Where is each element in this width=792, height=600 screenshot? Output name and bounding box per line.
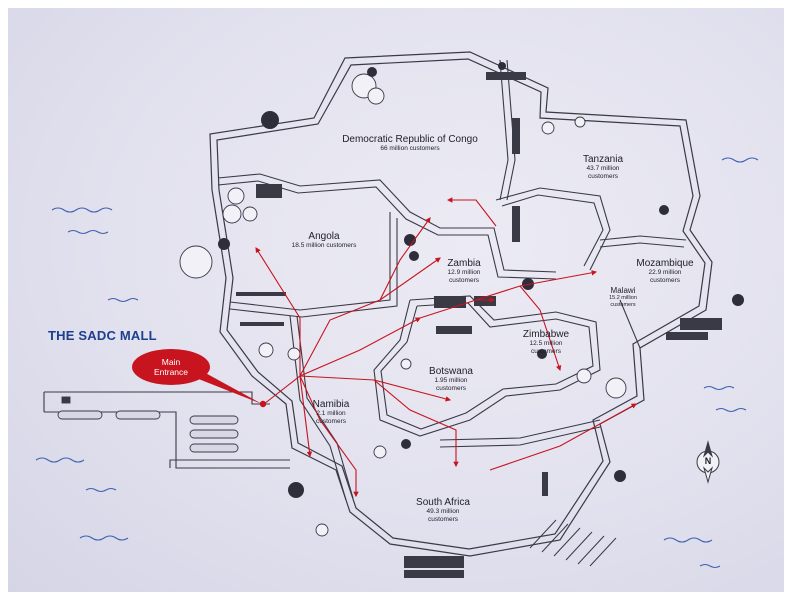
- outer-wall: [209, 51, 713, 557]
- entrance-label-line-1: Main: [161, 357, 181, 367]
- boats: [57, 396, 239, 453]
- entrance-label-line-2: Entrance: [153, 367, 189, 377]
- country-label-namibia: Namibia 2.1 million customers: [312, 399, 350, 425]
- compass-rose: [696, 440, 720, 484]
- building-blocks: [236, 72, 722, 578]
- compass-north-label: N: [704, 456, 712, 466]
- country-label-botswana: Botswana 1.95 million customers: [429, 366, 473, 392]
- country-label-drc: Democratic Republic of Congo 66 million …: [342, 134, 478, 152]
- main-entrance-callout: Main Entrance: [132, 349, 210, 385]
- water-waves: [35, 157, 759, 569]
- trees: [179, 73, 627, 537]
- country-label-zambia: Zambia 12.9 million customers: [447, 258, 481, 284]
- country-label-zimbabwe: Zimbabwe 12.5 million customers: [522, 329, 570, 355]
- country-label-tanzania: Tanzania 43.7 million customers: [582, 154, 624, 180]
- country-label-south-africa: South Africa 49.3 million customers: [416, 497, 470, 523]
- country-label-angola: Angola 18.5 million customers: [291, 231, 357, 249]
- dark-trees: [218, 62, 744, 498]
- parking-lines: [529, 519, 617, 567]
- shopping-routes: [255, 197, 637, 498]
- country-label-malawi: Malawi 15.2 million customers: [609, 286, 637, 308]
- country-label-mozambique: Mozambique 22.9 million customers: [636, 258, 694, 284]
- map-title: THE SADC MALL: [48, 328, 157, 343]
- entrance-marker: [259, 400, 267, 408]
- jetty: [43, 391, 290, 469]
